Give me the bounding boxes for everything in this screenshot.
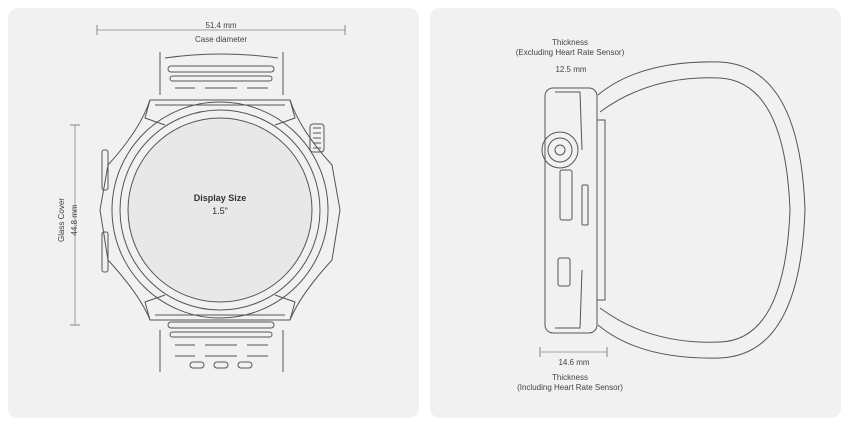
thickness-including-label: Thickness [551, 373, 588, 382]
thickness-excluding-value: 12.5 mm [531, 65, 611, 75]
thickness-including-value: 14.6 mm [558, 358, 590, 367]
glass-cover-label: Glass Cover [57, 198, 66, 243]
thickness-excluding-label: Thickness [551, 38, 588, 47]
display-size-label: Display Size [193, 193, 247, 203]
side-view-panel [430, 8, 841, 418]
case-diameter-value: 51.4 mm [205, 21, 237, 30]
case-diameter-label: Case diameter [194, 35, 248, 44]
glass-cover-value: 44.8 mm [70, 204, 79, 236]
thickness-including-note: (Including Heart Rate Sensor) [517, 383, 623, 392]
display-size-value: 1.5" [212, 206, 228, 216]
thickness-excluding-note: (Excluding Heart Rate Sensor) [515, 48, 625, 57]
